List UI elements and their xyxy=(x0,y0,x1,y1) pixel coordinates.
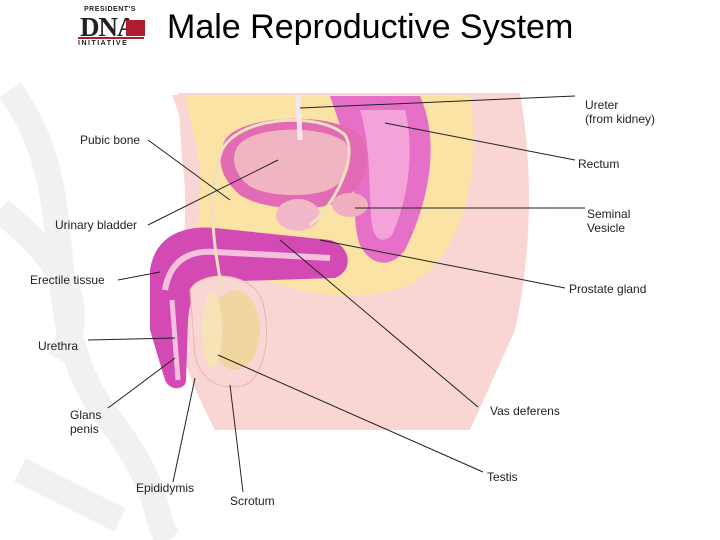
label-ureter: Ureter (from kidney) xyxy=(585,98,655,126)
label-seminal-line2: Vesicle xyxy=(587,221,626,235)
label-pubic-bone: Pubic bone xyxy=(80,133,141,147)
logo-red-block xyxy=(126,20,145,36)
label-vas-deferens: Vas deferens xyxy=(490,404,560,418)
testis-shape xyxy=(210,290,260,370)
logo-line-1: PRESIDENT'S xyxy=(84,6,136,13)
label-glans-penis: Glans penis xyxy=(70,408,101,436)
wall-strip xyxy=(172,95,201,262)
label-erectile-tissue: Erectile tissue xyxy=(30,273,105,287)
label-urethra: Urethra xyxy=(38,339,79,353)
label-seminal-line1: Seminal xyxy=(587,207,631,221)
label-ureter-line1: Ureter xyxy=(585,98,619,112)
page-title: Male Reproductive System xyxy=(167,8,574,46)
rectum-inner xyxy=(360,110,410,240)
prostate-shape xyxy=(276,199,320,231)
logo-red-rule xyxy=(78,37,144,39)
erectile-tissue-shape xyxy=(150,227,348,389)
vas-deferens-path xyxy=(211,118,351,291)
label-testis: Testis xyxy=(487,470,518,484)
ureter-path xyxy=(295,94,303,141)
label-seminal-vesicle: Seminal Vesicle xyxy=(587,207,630,235)
label-urinary-bladder: Urinary bladder xyxy=(55,218,138,232)
epididymis-shape xyxy=(202,292,222,368)
label-prostate-gland: Prostate gland xyxy=(569,282,647,296)
seminal-vesicle-shape xyxy=(332,193,368,217)
presidents-dna-initiative-logo: PRESIDENT'S DNA INITIATIVE xyxy=(78,6,146,48)
logo-line-3: INITIATIVE xyxy=(78,40,129,47)
label-scrotum: Scrotum xyxy=(230,494,275,508)
urethra-channel-down xyxy=(169,299,181,381)
label-glans-line2: penis xyxy=(70,422,99,436)
label-ureter-line2: (from kidney) xyxy=(585,112,656,126)
label-rectum: Rectum xyxy=(578,157,620,171)
bladder-inner xyxy=(233,129,350,196)
label-epididymis: Epididymis xyxy=(136,481,195,495)
label-glans-line1: Glans xyxy=(70,408,102,422)
